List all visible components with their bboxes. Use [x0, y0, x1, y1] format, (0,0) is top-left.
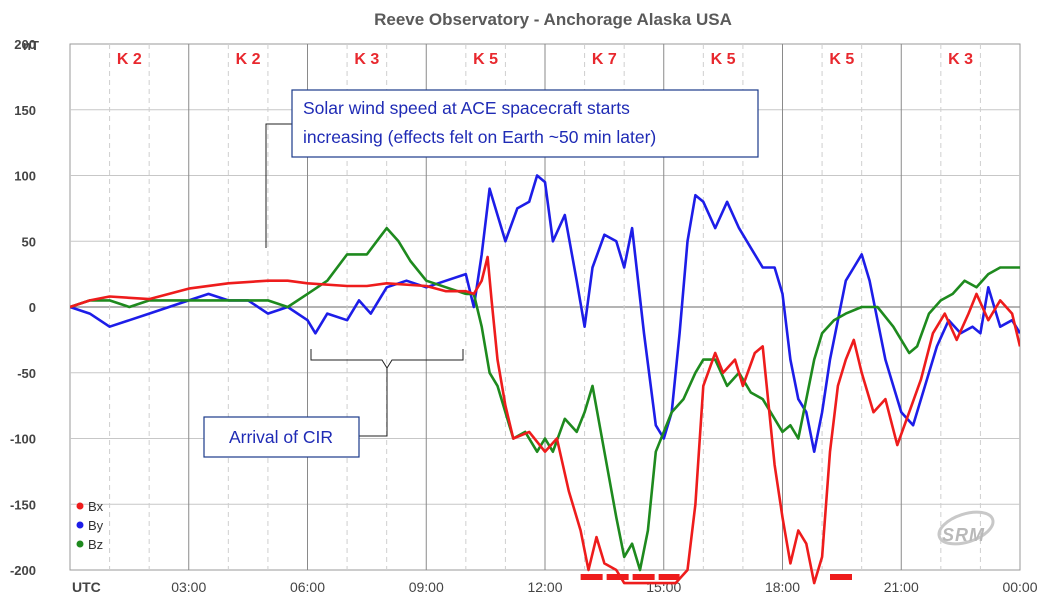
legend-label-by: By	[88, 518, 104, 533]
annotation-box-cir	[203, 416, 360, 458]
series-bx-line	[70, 255, 1020, 585]
y-tick-labels: 200 150 100 50 0 -50 -100 -150 -200	[10, 37, 36, 578]
x-tick-label: 06:00	[290, 579, 325, 595]
y-axis-label: nT	[23, 38, 39, 53]
y-tick-label: -150	[10, 497, 36, 512]
srm-logo-text: SRM	[942, 525, 985, 545]
x-tick-label: 21:00	[884, 579, 919, 595]
k-index-label: K 3	[948, 51, 973, 68]
cir-leader-line	[359, 368, 388, 437]
legend-label-bz: Bz	[88, 537, 103, 552]
y-tick-label: 200	[14, 37, 36, 52]
x-tick-label: 12:00	[527, 579, 562, 595]
x-tick-label: UTC	[72, 579, 101, 595]
annotation-solar-wind-line1: Solar wind speed at ACE spacecraft start…	[303, 98, 630, 118]
k-index-labels: K 2 K 2 K 3 K 5 K 7 K 5 K 5 K 3	[117, 51, 973, 68]
y-tick-label: -100	[10, 432, 36, 447]
k-index-label: K 2	[236, 51, 261, 68]
annotation-solar-wind: Solar wind speed at ACE spacecraft start…	[303, 98, 656, 147]
k-index-label: K 5	[829, 51, 854, 68]
y-tick-label: 50	[22, 234, 36, 249]
k-index-label: K 5	[711, 51, 736, 68]
chart-title: Reeve Observatory - Anchorage Alaska USA	[374, 10, 732, 29]
y-tick-label: -50	[17, 366, 36, 381]
annotation-solar-wind-line2: increasing (effects felt on Earth ~50 mi…	[303, 127, 656, 147]
legend-marker-bx	[76, 502, 84, 510]
k-index-label: K 5	[473, 51, 498, 68]
legend-marker-bz	[76, 540, 84, 548]
x-tick-label: 00:00	[1002, 579, 1037, 595]
legend-label-bx: Bx	[88, 499, 104, 514]
annotation-cir: Arrival of CIR	[229, 427, 333, 447]
y-tick-label: -200	[10, 563, 36, 578]
srm-logo: SRM	[937, 510, 995, 546]
k-index-label: K 2	[117, 51, 142, 68]
x-tick-label: 09:00	[409, 579, 444, 595]
series-bz-line	[70, 226, 1020, 572]
k-index-label: K 3	[354, 51, 379, 68]
legend-marker-by	[76, 521, 84, 529]
y-tick-label: 0	[29, 300, 36, 315]
series-by-line	[70, 174, 1020, 453]
x-tick-label: 18:00	[765, 579, 800, 595]
series-lines	[70, 174, 1020, 585]
x-tick-label: 03:00	[171, 579, 206, 595]
k-index-label: K 7	[592, 51, 617, 68]
y-tick-label: 150	[14, 103, 36, 118]
y-tick-label: 100	[14, 169, 36, 184]
annotation-box-solar-wind	[291, 89, 759, 158]
annotation-leader-line	[265, 123, 292, 248]
